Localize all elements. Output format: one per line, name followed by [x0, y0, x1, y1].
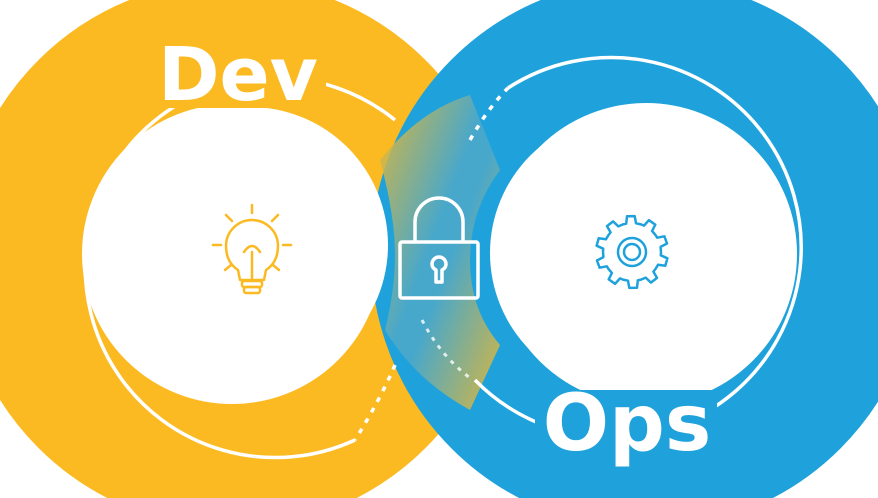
dev-inner-hole — [112, 107, 388, 383]
ops-label: Ops — [543, 379, 712, 469]
dev-label: Dev — [158, 32, 318, 118]
ops-label-gap — [535, 390, 717, 470]
gear-icon — [595, 214, 669, 290]
ops-inner-hole — [490, 115, 766, 391]
padlock-icon — [398, 196, 480, 300]
dev-label-gap — [148, 38, 326, 108]
overlap-blend — [380, 95, 500, 410]
lightbulb-icon — [211, 203, 293, 295]
dev-guide-dotted — [353, 364, 397, 441]
